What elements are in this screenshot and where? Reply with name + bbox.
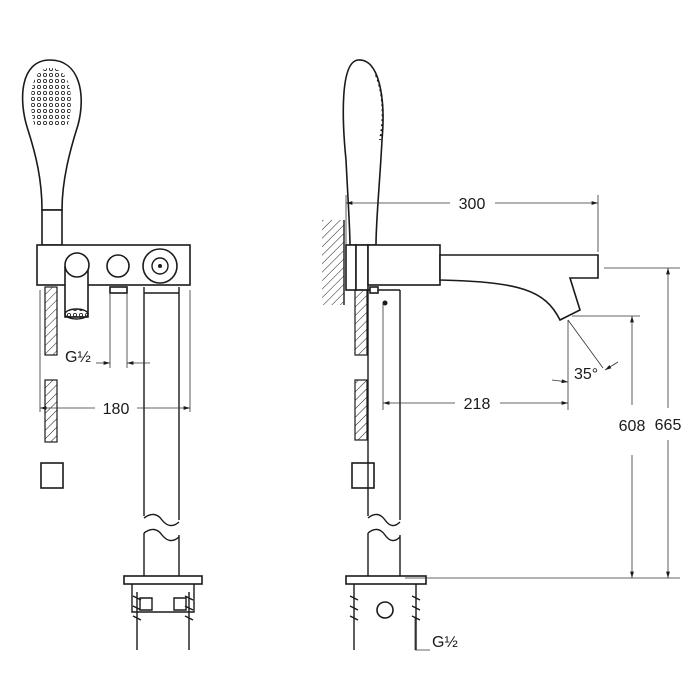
spout-outlet: [64, 308, 89, 320]
hand-shower-side: [342, 59, 384, 246]
break-line: [367, 513, 401, 542]
connection-stub: [109, 286, 128, 294]
side-view: 300 218 35° 608 665 G½: [322, 59, 682, 651]
hose-section: [44, 379, 58, 443]
wall-plate: [345, 244, 357, 291]
mounting-bolts: [349, 584, 421, 650]
width-dimension-label: 180: [103, 401, 130, 418]
hose-section: [354, 379, 368, 441]
thread-size-label: G½: [65, 349, 91, 366]
total-height-dimension-label: 665: [655, 417, 682, 434]
button-knob: [106, 254, 130, 278]
spout-reach-dimension-label: 218: [464, 396, 491, 413]
spout-height-dimension-label: 608: [619, 418, 646, 435]
hose-section: [354, 289, 368, 356]
column-side: [367, 289, 401, 578]
spout: [439, 254, 599, 322]
diverter-center: [158, 264, 162, 268]
wall-hatch: [322, 220, 344, 305]
base-plate: [123, 575, 203, 585]
base-plate-side: [345, 575, 427, 585]
hose-section: [44, 286, 58, 356]
spray-nozzles: [375, 74, 384, 141]
hose-end: [351, 462, 375, 489]
shower-hose-connector: [41, 209, 63, 246]
hose-end: [40, 462, 64, 489]
break-line: [143, 513, 180, 542]
mixer-body-side: [367, 244, 441, 286]
diverter-inner-ring: [151, 257, 169, 275]
spout-angle-label: 35°: [574, 366, 598, 383]
hose-connector-side: [355, 244, 369, 291]
mounting-bracket: [131, 584, 195, 650]
column: [143, 287, 180, 578]
connection-stub: [369, 286, 379, 294]
reference-point: [382, 300, 388, 306]
lever-handle: [64, 252, 90, 278]
inlet-connector: [376, 601, 394, 619]
front-view: 180 G½: [21, 59, 203, 650]
thread-size-label: G½: [432, 634, 458, 651]
projection-dimension-label: 300: [459, 196, 486, 213]
shower-spray-face: [31, 68, 71, 125]
